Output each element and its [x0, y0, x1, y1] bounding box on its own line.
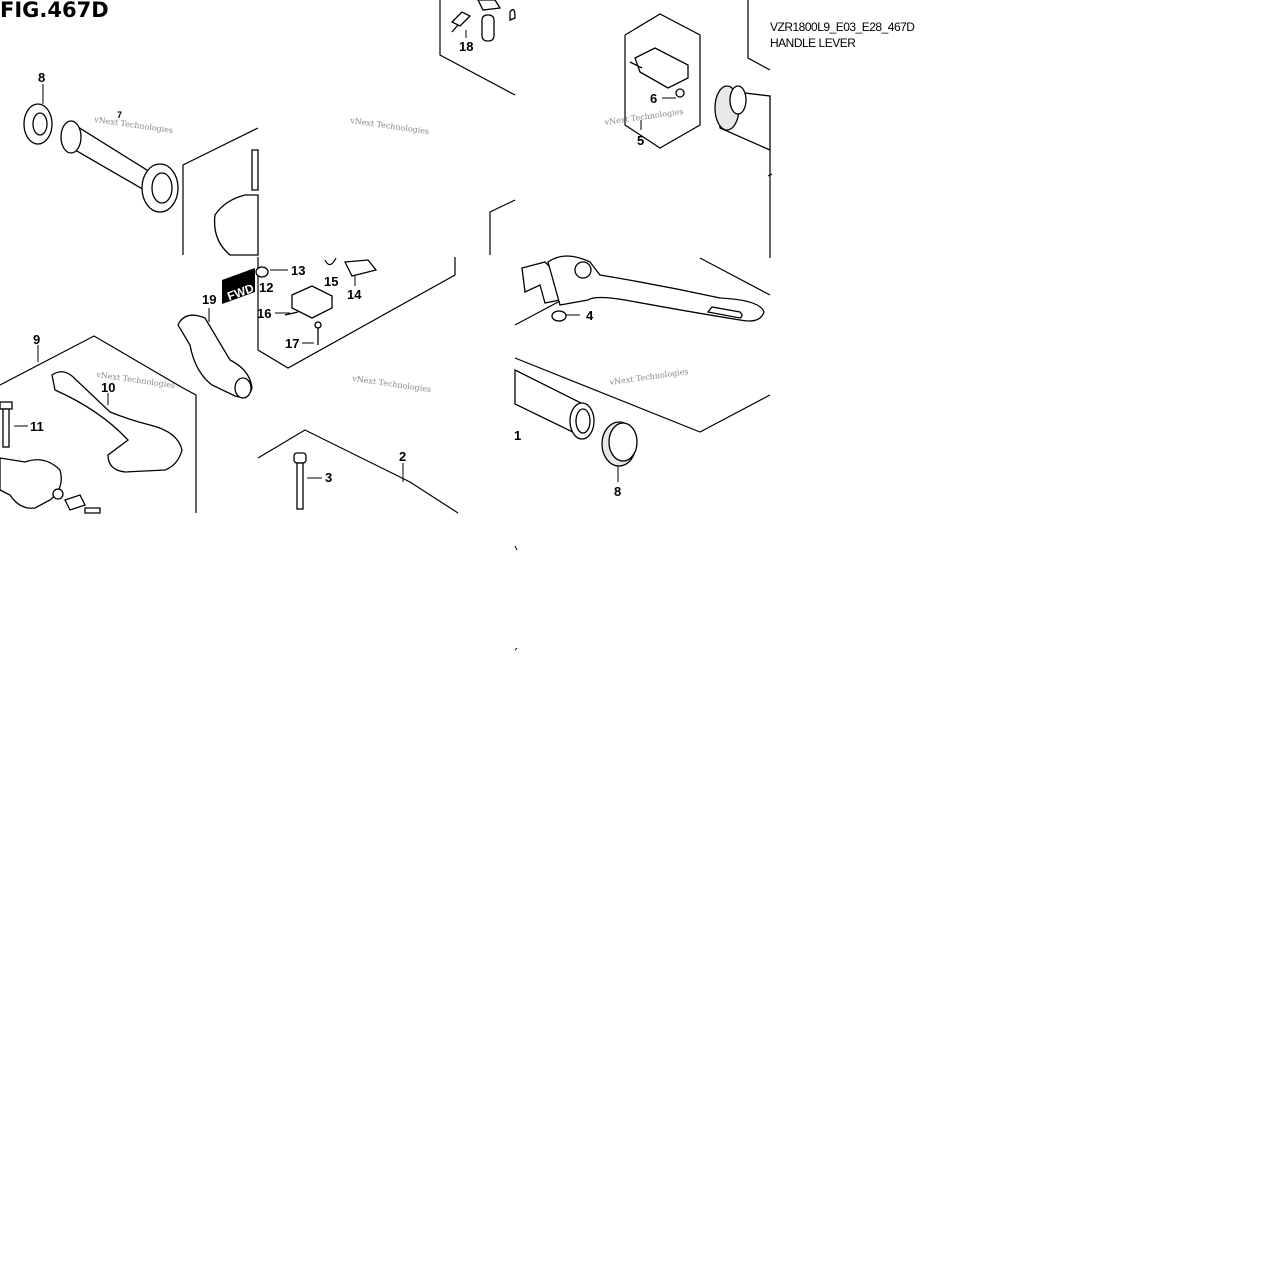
- callout-8-right: 8: [614, 484, 621, 499]
- callout-8: 8: [38, 70, 45, 85]
- callout-3: 3: [325, 470, 332, 485]
- callout-19: 19: [202, 292, 216, 307]
- callout-14: 14: [347, 287, 362, 302]
- part-16-switch: [275, 285, 333, 319]
- figure-code: VZR1800L9_E03_E28_467D: [770, 20, 915, 34]
- callout-6: 6: [650, 91, 657, 106]
- callout-4: 4: [586, 308, 594, 323]
- callout-15: 15: [324, 274, 338, 289]
- part-8-end-cap: [601, 421, 638, 482]
- callout-10: 10: [101, 380, 115, 395]
- grip-tube: [60, 120, 179, 213]
- clutch-holder: [0, 457, 101, 514]
- callouts: 8 18 6 5 13 12 15 14 19 16 17 4 9 10 11 …: [30, 39, 657, 499]
- part-4-brake-lever: [521, 255, 765, 322]
- callout-7: 7: [117, 110, 122, 120]
- callout-2: 2: [399, 449, 406, 464]
- clutch-bracket: [213, 149, 259, 256]
- part-18-bolt: [450, 0, 516, 42]
- part-14-screw: [343, 259, 378, 286]
- watermark-6: vNext Technologies: [608, 367, 689, 387]
- part-19-boot: [177, 308, 253, 399]
- callout-17: 17: [285, 336, 299, 351]
- callout-12: 12: [259, 280, 273, 295]
- panel-outlines: [0, 0, 771, 514]
- callout-5: 5: [637, 133, 644, 148]
- callout-16: 16: [257, 306, 271, 321]
- part-8-grip-end: [23, 84, 53, 145]
- watermarks: vNext Technologies vNext Technologies vN…: [93, 107, 689, 394]
- part-13-washer: [255, 266, 288, 278]
- watermark-2: vNext Technologies: [349, 116, 430, 136]
- part-1-handlebar: [514, 368, 595, 440]
- callout-18: 18: [459, 39, 473, 54]
- throttle-grip: [714, 85, 771, 151]
- part-10-clutch-lever: [51, 371, 183, 473]
- callout-1: 1: [514, 428, 521, 443]
- figure-name: HANDLE LEVER: [770, 36, 856, 50]
- callout-9: 9: [33, 332, 40, 347]
- part-15-spring: [324, 257, 337, 266]
- watermark-5: vNext Technologies: [351, 374, 432, 394]
- part-5-switch: [629, 47, 689, 130]
- callout-13: 13: [291, 263, 305, 278]
- callout-11: 11: [30, 419, 44, 434]
- part-17-screw: [302, 321, 322, 345]
- part-11-pivot-bolt: [0, 401, 28, 448]
- fwd-tag: FWD: [222, 268, 256, 304]
- part-3-bolt: [293, 452, 322, 510]
- watermark-1: vNext Technologies: [93, 115, 174, 135]
- figure-title: FIG.467D: [0, 0, 109, 22]
- watermark-3: vNext Technologies: [603, 107, 684, 127]
